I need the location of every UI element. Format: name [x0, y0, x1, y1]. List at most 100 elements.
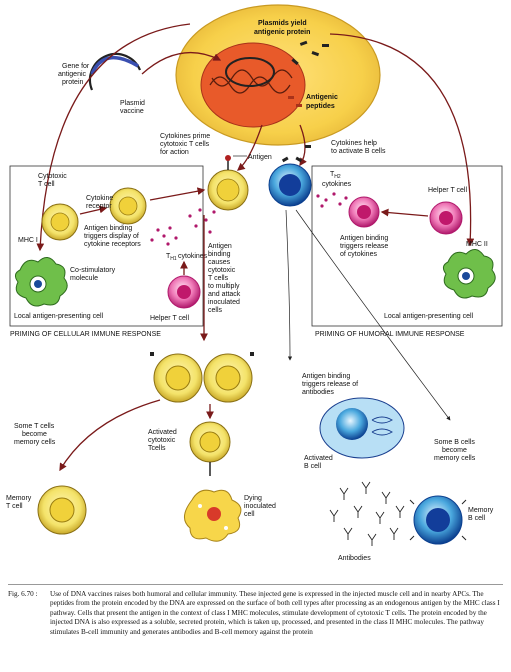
label-some-b-2: become: [442, 447, 467, 454]
cytotoxic-t-cell-left: [41, 203, 79, 241]
label-helper-t-right: Helper T cell: [428, 187, 467, 194]
memory-t-cell: [37, 485, 87, 535]
label-antigenic-protein: antigenic protein: [254, 29, 310, 36]
activated-cytotoxic-t-cell: [189, 421, 231, 476]
label-antigenic: antigenic: [58, 71, 87, 78]
apc-left: [14, 257, 68, 307]
label-costim-1: Co-stimulatory: [70, 267, 116, 274]
label-local-apc-left: Local antigen-presenting cell: [14, 313, 104, 320]
label-th1-cytokines: cytokines: [178, 253, 208, 260]
label-cytokines-help-2: to activate B cells: [331, 148, 386, 155]
arrow-bcell-down-1: [285, 209, 293, 361]
label-th2-cytokines: cytokines: [322, 181, 352, 188]
arrow-to-memory-t: [59, 399, 161, 472]
caption-text: Use of DNA vaccines raises both humoral …: [50, 590, 500, 636]
label-cytokines-help-1: Cytokines help: [331, 140, 377, 147]
label-ab-antibodies-2: triggers release of: [302, 381, 358, 388]
label-activated-ct-1: Activated: [148, 429, 177, 436]
cytokine-dots-left: [150, 208, 216, 246]
label-ab-causes-8: inoculated: [208, 299, 240, 306]
label-priming-cellular: PRIMING OF CELLULAR IMMUNE RESPONSE: [10, 331, 161, 338]
label-ab-causes-7: and attack: [208, 291, 241, 298]
label-antigenic-peptides: Antigenic: [306, 94, 338, 101]
label-antigenic-peptides-2: peptides: [306, 103, 335, 110]
label-ab-triggers-1: Antigen binding: [84, 225, 132, 232]
arrow-ctl-activation: [79, 205, 108, 215]
box-humoral: [311, 165, 503, 327]
label-some-b-1: Some B cells: [434, 439, 475, 446]
helper-t-cell-left: [167, 275, 201, 309]
figure-caption: Fig. 6.70 : Use of DNA vaccines raises b…: [8, 590, 503, 637]
cytokine-dots-right: [316, 192, 348, 208]
label-ab-causes-5: T cells: [208, 275, 229, 282]
label-some-b-3: memory cells: [434, 455, 476, 462]
label-memory-b-2: B cell: [468, 515, 486, 522]
label-some-t-3: memory cells: [14, 439, 56, 446]
label-activated-b-1: Activated: [304, 455, 333, 462]
label-activated-ct-2: cytotoxic: [148, 437, 176, 444]
label-protein: protein: [62, 79, 84, 86]
label-cytokine-receptor-2: receptor: [86, 203, 112, 210]
label-helper-t-left: Helper T cell: [150, 315, 189, 322]
label-antibodies: Antibodies: [338, 555, 371, 562]
label-ab-causes-3: causes: [208, 259, 231, 266]
memory-b-cell: [409, 495, 467, 545]
label-cytotoxic-t-1: Cytotoxic: [38, 173, 67, 180]
arrow-bcell-down-2: [295, 209, 451, 421]
helper-t-cell-right: [429, 201, 463, 235]
box-cellular: [9, 165, 204, 327]
arrow-to-center-ctl: [149, 187, 206, 201]
label-dying-3: cell: [244, 511, 255, 518]
diagram-canvas: Plasmids yield antigenic protein Antigen…: [6, 4, 503, 562]
label-ab-causes-6: to multiply: [208, 283, 240, 290]
antibody-icons: [329, 481, 405, 546]
label-th1: TH1: [166, 253, 177, 262]
caption-figure-number: Fig. 6.70 :: [8, 590, 38, 598]
dying-inoculated-cell: [184, 489, 242, 542]
label-cytokines-prime-1: Cytokines prime: [160, 133, 210, 140]
cytotoxic-t-cell-activated-left: [109, 187, 147, 225]
label-activated-b-2: B cell: [304, 463, 322, 470]
label-activated-ct-3: Tcells: [148, 445, 166, 452]
label-cytotoxic-t-2: T cell: [38, 181, 55, 188]
label-mhc1: MHC I: [18, 237, 38, 244]
label-plasmid: Plasmid: [120, 100, 145, 107]
label-memory-t-1: Memory: [6, 495, 32, 502]
label-some-t-1: Some T cells: [14, 423, 55, 430]
label-ab-triggers-2: triggers display of: [84, 233, 139, 240]
label-plasmids-yield: Plasmids yield: [258, 20, 307, 27]
arrow-muscle-to-ctl: [237, 124, 263, 171]
dividing-cytotoxic-t-cells: [150, 352, 254, 403]
label-local-apc-right: Local antigen-presenting cell: [384, 313, 474, 320]
b-cell-center: [268, 145, 312, 207]
label-memory-t-2: T cell: [6, 503, 23, 510]
label-dying-2: inoculated: [244, 503, 276, 510]
label-ab-triggers-3: cytokine receptors: [84, 241, 141, 248]
label-vaccine: vaccine: [120, 108, 144, 115]
muscle-cell: [175, 4, 381, 146]
apc-right: [442, 249, 496, 299]
label-ab-antibodies-1: Antigen binding: [302, 373, 350, 380]
activated-b-cell: [319, 397, 405, 459]
plasmid-icon: [88, 52, 142, 91]
label-ab-release-2: triggers release: [340, 243, 388, 250]
label-cytokines-prime-2: cytotoxic T cells: [160, 141, 210, 148]
cytotoxic-t-cell-center: [207, 155, 249, 211]
arrow-muscle-to-left-apc: [36, 23, 191, 252]
label-gene-for: Gene for: [62, 63, 90, 70]
label-ab-release-3: of cytokines: [340, 251, 377, 258]
label-some-t-2: become: [22, 431, 47, 438]
label-ab-antibodies-3: antibodies: [302, 389, 334, 396]
helper-t-cell-right-small: [348, 196, 380, 228]
label-cytokine-receptor-1: Cytokine: [86, 195, 113, 202]
label-mhc2: MHC II: [466, 241, 488, 248]
label-ab-causes-2: binding: [208, 251, 231, 258]
label-ab-causes-4: cytotoxic: [208, 267, 236, 274]
arrow-helper-right: [380, 208, 429, 217]
label-th2: TH2: [330, 171, 341, 180]
arrow-muscle-to-right-apc: [329, 33, 475, 247]
label-priming-humoral: PRIMING OF HUMORAL IMMUNE RESPONSE: [315, 331, 465, 338]
label-memory-b-1: Memory: [468, 507, 494, 514]
label-cytokines-prime-3: for action: [160, 149, 189, 156]
caption-divider: [8, 584, 503, 585]
